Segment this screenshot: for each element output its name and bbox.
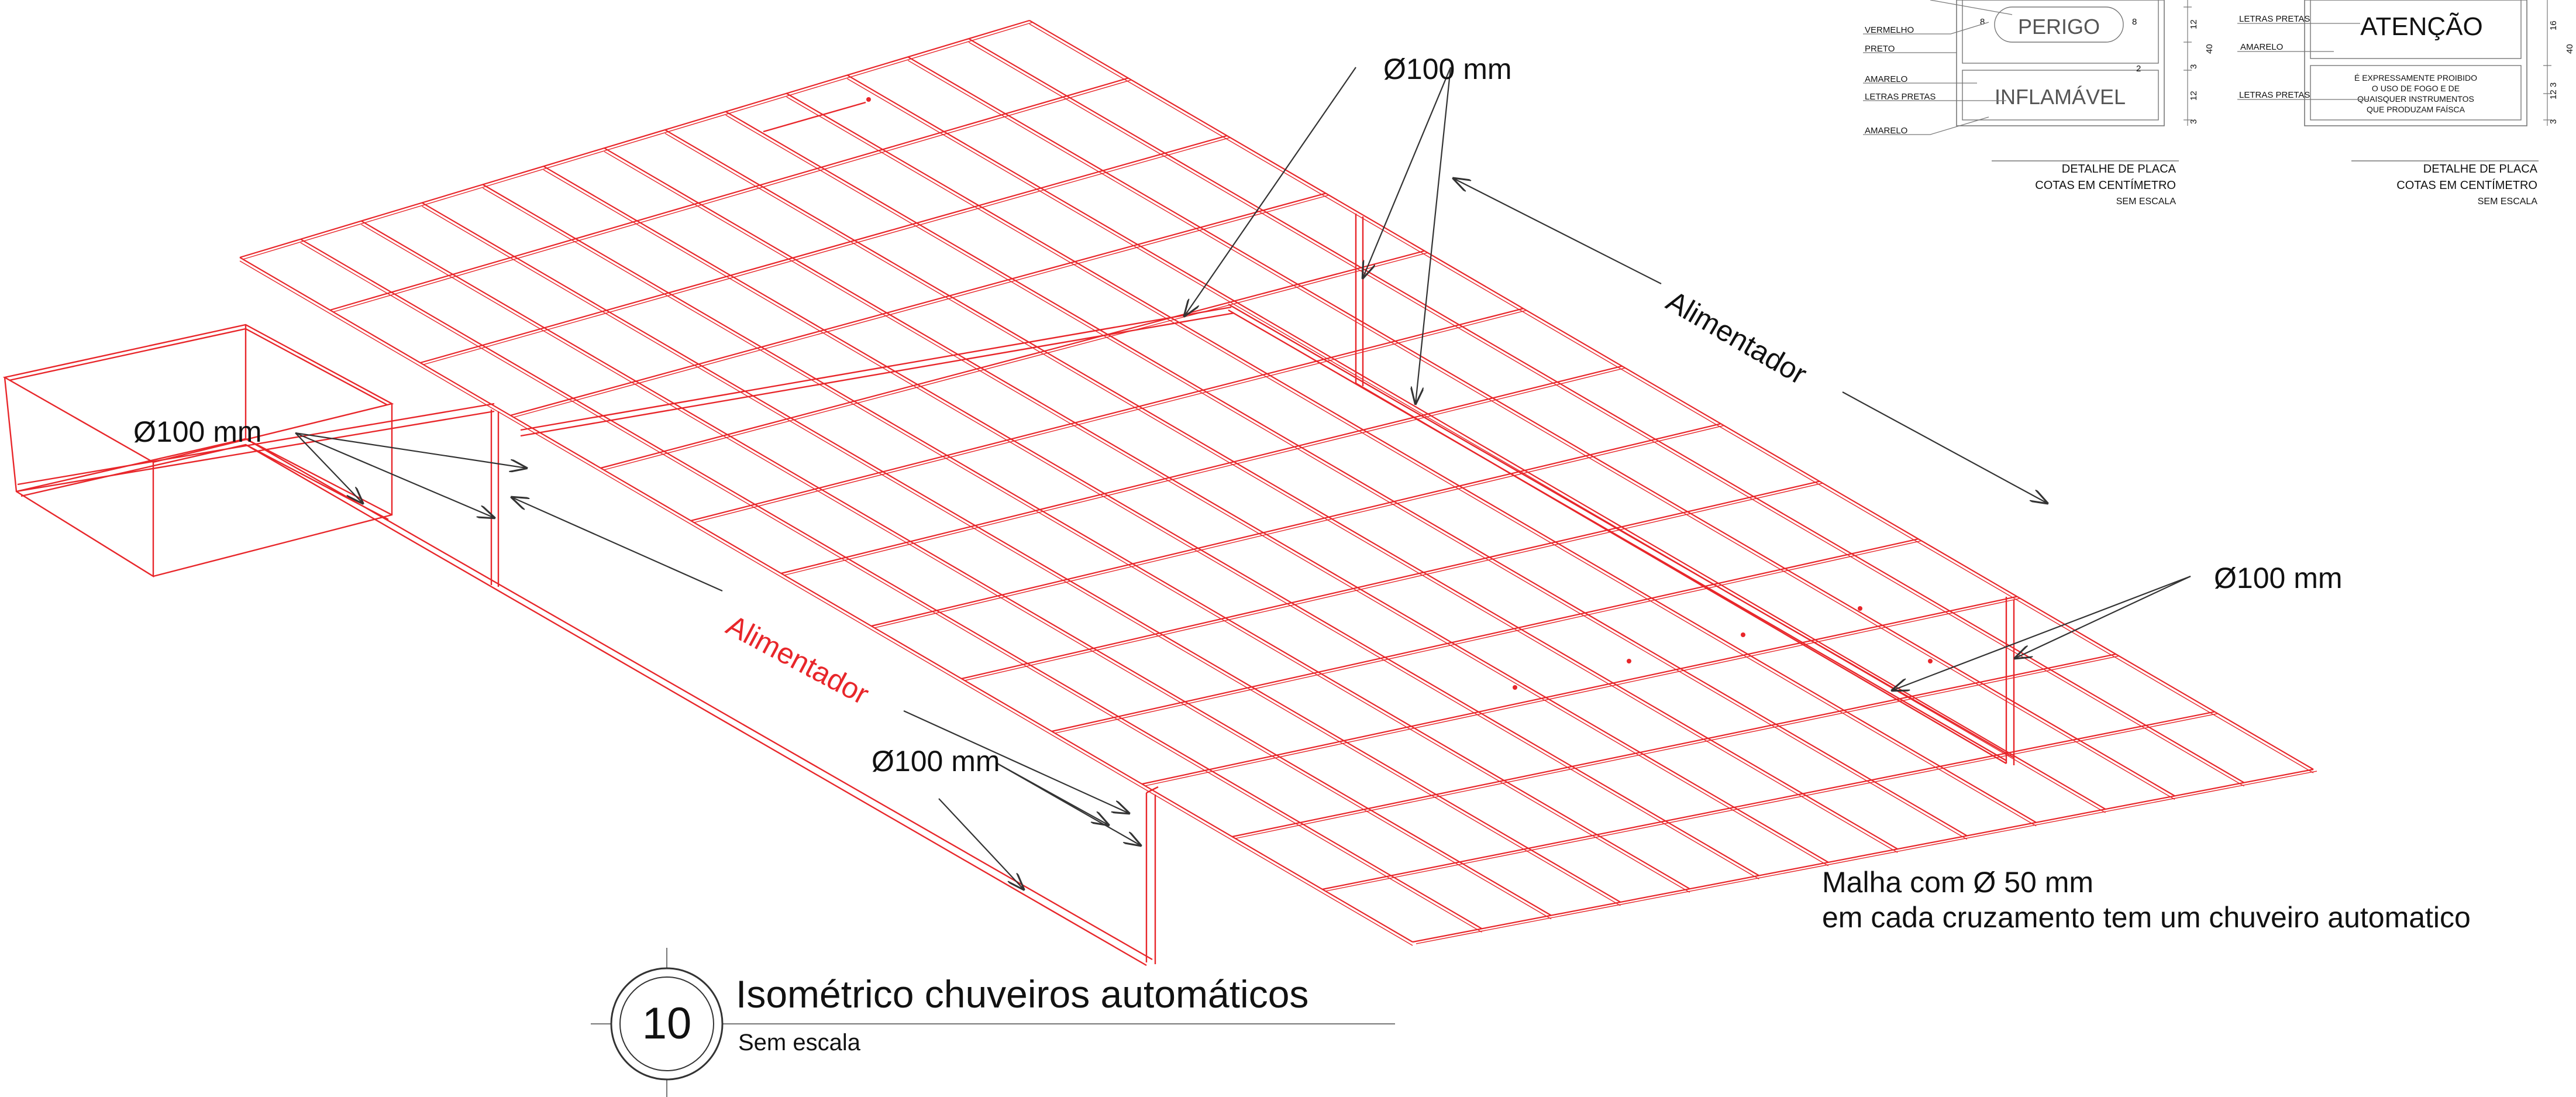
perigo-label-vermelho: VERMELHO: [1865, 25, 1914, 35]
atencao-label-letras2: LETRAS PRETAS: [2239, 90, 2310, 100]
feeder-label-red: Alimentador: [721, 608, 874, 711]
title-number-circle: [610, 967, 724, 1081]
perigo-text: PERIGO: [2018, 15, 2100, 39]
atencao-dim-12-3: 12 3: [2549, 82, 2558, 99]
diameter-label-lower: Ø100 mm: [872, 745, 1000, 778]
title-block: 10 Isométrico chuveiros automáticos Sem …: [591, 948, 1395, 1097]
perigo-caption-3: SEM ESCALA: [2116, 197, 2176, 207]
atencao-body-4: QUE PRODUZAM FAÍSCA: [2367, 105, 2465, 114]
mesh-note-line2: em cada cruzamento tem um chuveiro autom…: [1822, 901, 2471, 934]
atencao-label-letras: LETRAS PRETAS: [2239, 14, 2310, 24]
perigo-caption-2: COTAS EM CENTÍMETRO: [2035, 178, 2176, 192]
atencao-body-1: É EXPRESSAMENTE PROIBIDO: [2354, 73, 2477, 82]
atencao-label-amarelo: AMARELO: [2240, 42, 2283, 52]
atencao-caption-3: SEM ESCALA: [2478, 197, 2538, 207]
diameter-label-top: Ø100 mm: [1383, 53, 1512, 85]
perigo-dim-12b: 12: [2189, 91, 2199, 101]
atencao-body-2: O USO DE FOGO E DE: [2372, 84, 2460, 93]
perigo-dim-12a: 12: [2189, 19, 2199, 29]
mesh-note-line1: Malha com Ø 50 mm: [1822, 866, 2093, 899]
atencao-caption-1: DETALHE DE PLACA: [2423, 163, 2538, 176]
perigo-label-letras: LETRAS PRETAS: [1865, 92, 1936, 102]
drawing-scale: Sem escala: [738, 1030, 861, 1055]
sprinkler-pipe-grid: [239, 19, 2317, 946]
perigo-dim-center: 2: [2136, 64, 2141, 74]
atencao-dim-3: 3: [2549, 119, 2558, 124]
perigo-label-amarelo2: AMARELO: [1865, 126, 1907, 136]
perigo-dim-3a: 3: [2189, 64, 2199, 69]
inflamavel-text: INFLAMÁVEL: [1995, 85, 2126, 109]
perigo-dim-3b: 3: [2189, 119, 2199, 124]
perigo-dim-right: 8: [2132, 17, 2137, 27]
title-number: 10: [642, 999, 692, 1048]
perigo-label-preto: PRETO: [1865, 44, 1895, 54]
atencao-caption-2: COTAS EM CENTÍMETRO: [2396, 178, 2537, 192]
perigo-dim-left: 8: [1980, 17, 1985, 27]
perigo-caption-1: DETALHE DE PLACA: [2062, 163, 2176, 176]
atencao-text: ATENÇÃO: [2360, 12, 2482, 41]
feeder-label-black: Alimentador: [1661, 284, 1813, 391]
pipe-structure: [2, 214, 2015, 967]
left-tank-box: [2, 324, 394, 578]
leader-lines: [295, 67, 2191, 889]
atencao-dim-40: 40: [2565, 44, 2575, 54]
perigo-dim-40: 40: [2205, 44, 2215, 54]
atencao-dim-16: 16: [2549, 20, 2558, 30]
diameter-label-left: Ø100 mm: [133, 415, 262, 448]
perigo-label-amarelo: AMARELO: [1865, 74, 1907, 84]
drawing-title: Isométrico chuveiros automáticos: [736, 972, 1308, 1016]
sprinkler-marks: [866, 97, 1933, 690]
diameter-label-right: Ø100 mm: [2214, 562, 2343, 594]
sign-detail-atencao: ATENÇÃO É EXPRESSAMENTE PROIBIDO O USO D…: [2237, 0, 2575, 207]
atencao-body-3: QUAISQUER INSTRUMENTOS: [2357, 94, 2474, 104]
sign-detail-perigo: PERIGO INFLAMÁVEL 8 8 2 12 40 3 12 3 VER…: [1863, 0, 2215, 207]
